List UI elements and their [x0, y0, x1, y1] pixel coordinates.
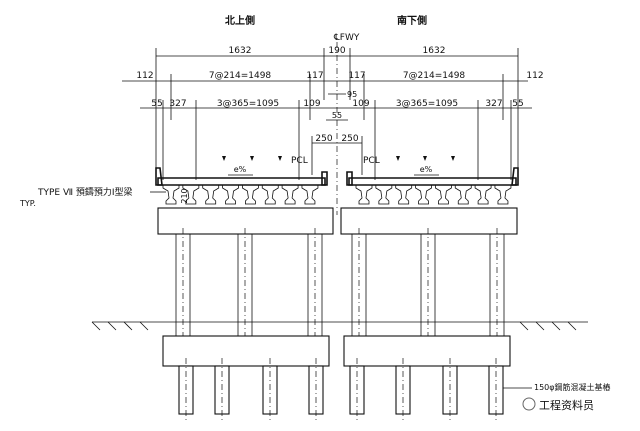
deck-slab-left: [157, 177, 326, 186]
dim-cant-right: 55: [512, 99, 523, 109]
watermark-text: 工程资料员: [539, 398, 594, 412]
dim-total-left: 1632: [229, 46, 252, 56]
i-girder: [375, 184, 393, 205]
lane-direction-arrows: [222, 156, 455, 161]
dim-edge-right: 112: [526, 71, 543, 81]
foundation-pile: [214, 358, 230, 420]
centerline-label: ℄FWY: [333, 33, 360, 43]
foundation-pile: [178, 358, 194, 420]
dim-inner-left: 109: [303, 99, 320, 109]
dimension-row-2: 112 7@214=1498 117 117 7@214=1498 112: [122, 71, 544, 120]
i-girder: [222, 184, 239, 205]
pier-column: [351, 228, 367, 344]
i-girder: [281, 184, 299, 205]
dim-pcl-offset-right: 250: [341, 134, 358, 144]
typ-label: TYP.: [19, 199, 36, 208]
pile-cap-left: [162, 335, 330, 367]
wechat-icon: [522, 397, 536, 411]
dim-total-right: 1632: [423, 46, 446, 56]
pcl-label-right: PCL: [363, 156, 380, 166]
i-girder: [435, 184, 452, 205]
foundation-pile: [308, 358, 324, 420]
watermark: 工程资料员: [522, 397, 594, 412]
dim-offset-right: 117: [348, 71, 365, 81]
dim-span-left-end: 327: [169, 99, 186, 109]
dim-pcl-offset-left: 250: [315, 134, 332, 144]
pier-columns: [175, 228, 505, 344]
pile-cap-right: [343, 335, 511, 367]
pier-cap-left: [157, 207, 334, 235]
dim-spans-left: 3@365=1095: [217, 99, 279, 109]
lane-arrow: [278, 156, 282, 161]
dim-offset-left: 117: [306, 71, 323, 81]
dim-center-55: 55: [332, 111, 342, 120]
pier-column: [237, 228, 253, 344]
girder-type-label: TYPE Ⅶ 預鑄預力I型梁: [37, 186, 133, 198]
slope-label-right: e%: [420, 165, 433, 174]
pier-column: [175, 228, 191, 344]
pier-cap-right: [340, 207, 518, 235]
pcl-label-left: PCL: [291, 156, 308, 166]
dim-girders-right: 7@214=1498: [403, 71, 466, 81]
i-girder: [261, 184, 279, 205]
deck-slab-right: [348, 177, 517, 186]
dim-median-gap: 95: [347, 90, 357, 99]
lane-arrow: [423, 156, 427, 161]
slope-label-left: e%: [234, 165, 247, 174]
i-girder: [301, 184, 319, 205]
foundation-pile: [262, 358, 278, 420]
dim-girders-left: 7@214=1498: [209, 71, 272, 81]
girder-depth-label: 210: [180, 188, 189, 203]
i-girder: [355, 184, 373, 205]
i-girder: [162, 184, 180, 205]
dimension-pcl-offsets: 250 250: [311, 134, 363, 175]
pier-column: [307, 228, 323, 344]
dimension-row-3: 55 327 3@365=1095 109 109 3@365=1095 327…: [140, 99, 532, 180]
dimension-center-55: 55: [326, 111, 348, 121]
dim-edge-left: 112: [136, 71, 153, 81]
dimension-row-1: 1632 190 1632: [155, 46, 519, 185]
dim-spans-right: 3@365=1095: [396, 99, 458, 109]
dimension-median-gap: 95: [328, 90, 357, 99]
header-north-side: 北上側: [225, 14, 255, 27]
i-girder: [202, 184, 220, 205]
i-girders: [162, 184, 512, 205]
ground-line: [91, 321, 588, 331]
foundation-pile: [349, 358, 365, 420]
lane-arrow: [250, 156, 254, 161]
header-south-side: 南下側: [397, 14, 427, 27]
i-girder: [242, 184, 259, 205]
i-girder: [415, 184, 432, 205]
dim-span-right-end: 327: [485, 99, 502, 109]
pier-column: [420, 228, 436, 344]
pier-column: [489, 228, 505, 344]
pile-note: 150φ鋼筋混凝土基樁: [534, 382, 611, 392]
dim-median: 190: [328, 46, 345, 56]
i-girder: [182, 184, 200, 205]
foundation-pile: [488, 358, 504, 420]
lane-arrow: [396, 156, 400, 161]
i-girder: [395, 184, 413, 205]
i-girder: [454, 184, 472, 205]
lane-arrow: [222, 156, 226, 161]
foundation-pile: [395, 358, 411, 420]
foundation-pile: [442, 358, 458, 420]
dim-cant-left: 55: [151, 99, 162, 109]
dim-inner-right: 109: [352, 99, 369, 109]
foundation-piles: [178, 358, 504, 420]
i-girder: [474, 184, 492, 205]
lane-arrow: [451, 156, 455, 161]
i-girder: [494, 184, 512, 205]
